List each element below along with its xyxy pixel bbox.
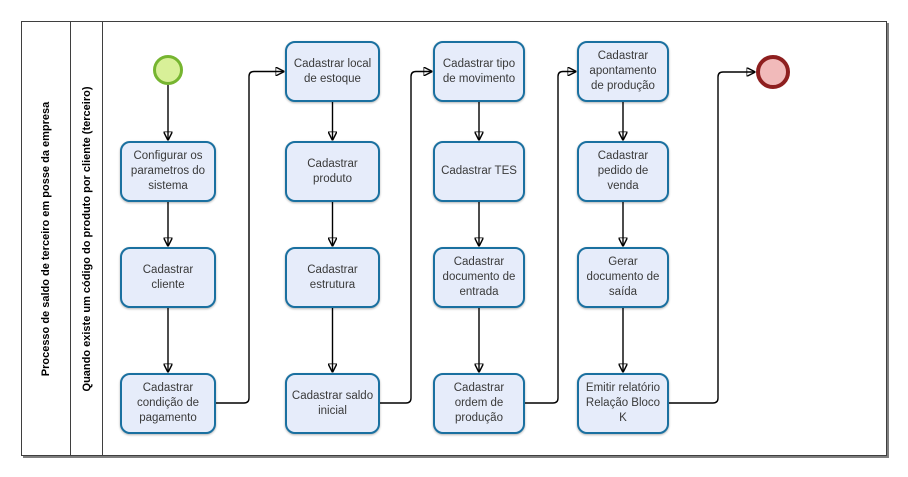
task-cadastrar-apontamento-producao[interactable]: Cadastrar apontamento de produção: [577, 41, 669, 102]
task-label: Cadastrar estrutura: [307, 263, 358, 291]
task-cadastrar-condicao-pagamento[interactable]: Cadastrar condição de pagamento: [120, 373, 216, 434]
task-label: Configurar os parametros do sistema: [130, 150, 206, 192]
task-cadastrar-documento-entrada[interactable]: Cadastrar documento de entrada: [433, 247, 525, 308]
task-label: Cadastrar pedido de venda: [597, 150, 649, 192]
task-label: Cadastrar documento de entrada: [442, 256, 516, 298]
task-gerar-documento-saida[interactable]: Gerar documento de saída: [577, 247, 669, 308]
task-label: Gerar documento de saída: [586, 256, 660, 298]
end-event[interactable]: [756, 55, 790, 89]
lane-title: Quando existe um código do produto por c…: [81, 86, 93, 392]
task-cadastrar-ordem-producao[interactable]: Cadastrar ordem de produção: [433, 373, 525, 434]
task-cadastrar-tipo-movimento[interactable]: Cadastrar tipo de movimento: [433, 41, 525, 102]
task-label: Cadastrar local de estoque: [293, 57, 372, 85]
task-cadastrar-estrutura[interactable]: Cadastrar estrutura: [285, 247, 380, 308]
task-cadastrar-cliente[interactable]: Cadastrar cliente: [120, 247, 216, 308]
task-cadastrar-tes[interactable]: Cadastrar TES: [433, 141, 525, 202]
task-cadastrar-produto[interactable]: Cadastrar produto: [285, 141, 380, 202]
task-cadastrar-saldo-inicial[interactable]: Cadastrar saldo inicial: [285, 373, 380, 434]
task-label: Cadastrar apontamento de produção: [589, 50, 657, 92]
task-label: Emitir relatório Relação Bloco K: [585, 382, 661, 424]
pool-title: Processo de saldo de terceiro em posse d…: [40, 101, 52, 377]
task-label: Cadastrar saldo inicial: [291, 389, 374, 417]
lane-divider: [102, 21, 103, 456]
lane-divider: [70, 21, 71, 456]
task-cadastrar-local-estoque[interactable]: Cadastrar local de estoque: [285, 41, 380, 102]
task-label: Cadastrar condição de pagamento: [136, 382, 200, 424]
task-label: Cadastrar TES: [441, 165, 517, 178]
task-label: Cadastrar tipo de movimento: [442, 57, 516, 85]
task-emitir-relatorio-bloco-k[interactable]: Emitir relatório Relação Bloco K: [577, 373, 669, 434]
task-label: Cadastrar produto: [307, 157, 358, 185]
task-configurar-parametros[interactable]: Configurar os parametros do sistema: [120, 141, 216, 202]
task-label: Cadastrar cliente: [142, 263, 194, 291]
start-event[interactable]: [153, 55, 183, 85]
task-label: Cadastrar ordem de produção: [453, 382, 505, 424]
task-cadastrar-pedido-venda[interactable]: Cadastrar pedido de venda: [577, 141, 669, 202]
